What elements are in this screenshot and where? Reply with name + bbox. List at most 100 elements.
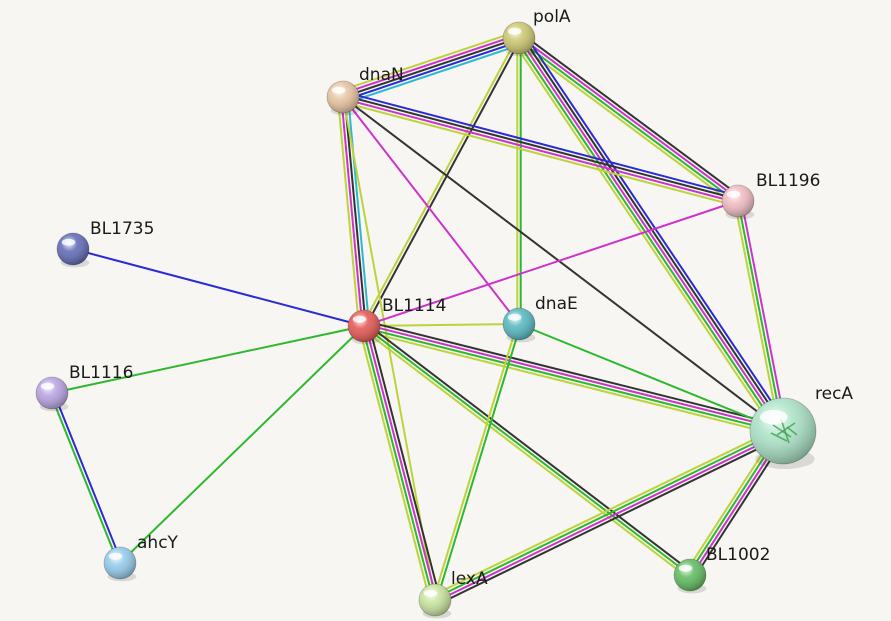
edge-dnaN-BL1114[interactable] xyxy=(336,96,371,327)
evidence-line-blue xyxy=(52,391,123,563)
node-highlight xyxy=(108,552,123,560)
evidence-line-black xyxy=(364,38,522,328)
edge-polA-BL1114[interactable] xyxy=(361,36,522,328)
node-highlight xyxy=(507,313,522,321)
evidence-line-yellow xyxy=(341,100,737,207)
node-label-dnaN: dnaN xyxy=(359,65,404,85)
node-shading xyxy=(348,310,380,342)
edge-BL1114-BL1116[interactable] xyxy=(51,325,365,394)
edge-polA-dnaE[interactable] xyxy=(516,38,522,324)
evidence-line-magenta xyxy=(342,96,520,325)
node-highlight xyxy=(352,315,367,323)
edge-dnaN-BL1196[interactable] xyxy=(341,91,740,207)
structure-strand xyxy=(770,432,788,442)
evidence-line-green xyxy=(515,39,782,434)
structure-strand xyxy=(776,422,796,436)
evidence-line-yellow xyxy=(358,327,432,602)
edge-BL1116-ahcY[interactable] xyxy=(49,391,123,565)
node-shading xyxy=(57,233,89,265)
node-label-lexA: lexA xyxy=(451,569,488,589)
evidence-line-magenta xyxy=(518,37,784,432)
evidence-line-black xyxy=(343,94,739,201)
evidence-line-black xyxy=(365,322,693,574)
node-BL1116[interactable]: BL1116 xyxy=(35,363,133,412)
edge-polA-dnaN[interactable] xyxy=(340,30,522,105)
edge-dnaN-dnaE[interactable] xyxy=(342,96,520,325)
evidence-line-magenta xyxy=(519,35,740,201)
edge-recA-lexA[interactable] xyxy=(432,425,786,606)
evidence-line-yellow xyxy=(512,41,779,436)
evidence-line-blue xyxy=(72,248,365,327)
evidence-line-yellow xyxy=(340,30,518,92)
node-recA[interactable]: recA xyxy=(749,384,853,469)
edge-BL1114-dnaE[interactable] xyxy=(363,323,520,327)
node-highlight xyxy=(759,409,788,425)
node-shading xyxy=(419,584,451,616)
node-lexA[interactable]: lexA xyxy=(418,569,488,619)
evidence-line-magenta xyxy=(364,325,438,600)
evidence-line-green xyxy=(361,326,435,601)
node-label-polA: polA xyxy=(533,7,571,27)
evidence-line-blue xyxy=(343,40,521,102)
evidence-line-blue xyxy=(344,91,740,198)
evidence-line-magenta xyxy=(740,200,788,431)
evidence-line-cyan xyxy=(347,96,371,326)
evidence-line-yellow xyxy=(361,327,689,579)
node-shading xyxy=(722,185,754,217)
evidence-line-yellow xyxy=(362,329,783,437)
edge-BL1114-lexA[interactable] xyxy=(358,324,441,602)
node-BL1735[interactable]: BL1735 xyxy=(56,219,154,268)
edge-BL1735-BL1114[interactable] xyxy=(72,248,365,327)
node-label-BL1735: BL1735 xyxy=(90,219,154,239)
node-label-BL1116: BL1116 xyxy=(69,363,133,383)
evidence-line-green xyxy=(433,428,783,600)
protein-structure-icon xyxy=(770,418,798,444)
evidence-line-green xyxy=(737,200,784,432)
evidence-line-yellow xyxy=(515,41,736,206)
edge-BL1114-recA[interactable] xyxy=(362,320,785,437)
node-label-BL1196: BL1196 xyxy=(756,171,820,191)
node-highlight xyxy=(423,589,438,597)
node-highlight xyxy=(61,238,76,246)
edge-BL1114-ahcY[interactable] xyxy=(119,325,365,564)
edge-polA-BL1196[interactable] xyxy=(515,33,742,206)
node-shading xyxy=(36,377,68,409)
evidence-line-black xyxy=(342,37,520,98)
node-BL1002[interactable]: BL1002 xyxy=(673,545,770,594)
edge-BL1196-BL1114[interactable] xyxy=(363,200,739,327)
node-shading xyxy=(503,22,535,54)
node-shading xyxy=(503,308,535,340)
edge-dnaN-recA[interactable] xyxy=(342,96,784,432)
node-shading xyxy=(674,559,706,591)
edge-dnaE-lexA[interactable] xyxy=(432,323,522,601)
evidence-line-yellow xyxy=(733,201,781,432)
evidence-line-green xyxy=(363,325,691,576)
node-ahcY[interactable]: ahcY xyxy=(103,533,179,582)
node-highlight xyxy=(331,86,346,94)
evidence-line-green xyxy=(435,324,522,601)
evidence-line-green xyxy=(363,326,783,434)
evidence-line-black xyxy=(342,96,784,432)
node-label-BL1114: BL1114 xyxy=(382,296,446,316)
evidence-line-blue xyxy=(523,33,790,428)
evidence-line-yellow xyxy=(432,323,519,600)
node-shading xyxy=(327,81,359,113)
node-label-dnaE: dnaE xyxy=(535,294,578,314)
node-BL1114[interactable]: BL1114 xyxy=(347,296,446,345)
node-polA[interactable]: polA xyxy=(502,7,571,57)
node-dnaE[interactable]: dnaE xyxy=(502,294,578,343)
node-dnaN[interactable]: dnaN xyxy=(326,65,404,116)
edge-polA-recA[interactable] xyxy=(512,33,790,436)
edge-dnaE-recA[interactable] xyxy=(518,323,784,432)
node-label-recA: recA xyxy=(815,384,853,404)
edge-BL1196-recA[interactable] xyxy=(733,200,788,432)
node-highlight xyxy=(678,564,693,572)
evidence-line-green xyxy=(518,323,784,432)
evidence-line-yellow xyxy=(336,97,360,327)
evidence-line-green xyxy=(51,325,365,394)
node-BL1196[interactable]: BL1196 xyxy=(721,171,820,220)
node-shading xyxy=(104,547,136,579)
edge-BL1114-BL1002[interactable] xyxy=(361,322,693,579)
